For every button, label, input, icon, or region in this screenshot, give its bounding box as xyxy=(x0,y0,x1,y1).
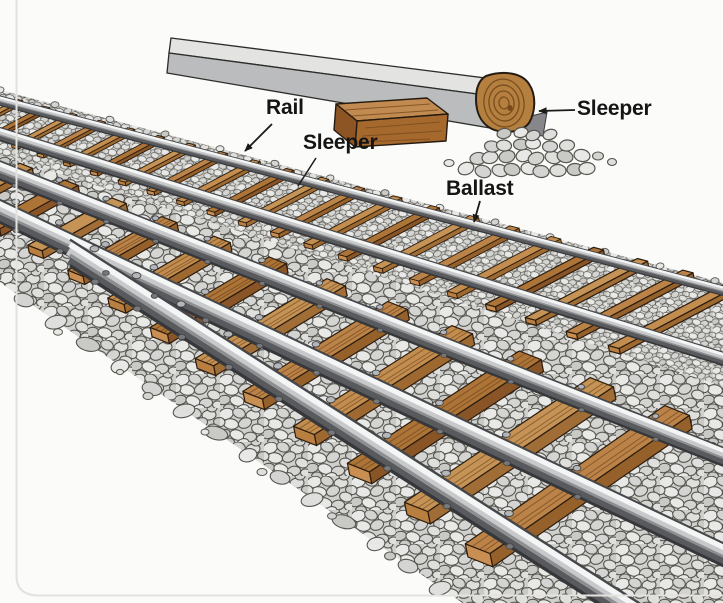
track-scene xyxy=(0,86,723,603)
card-border xyxy=(15,0,723,597)
rail-beam-wood-end xyxy=(474,71,536,133)
ballast-arrow xyxy=(472,200,481,223)
sleeper-inset-arrow xyxy=(538,107,576,115)
sleeper-track-line xyxy=(297,157,317,187)
sleeper-block-end xyxy=(333,103,358,148)
sleeper-specimen-inset xyxy=(333,97,449,148)
label-ballast: Ballast xyxy=(446,177,514,200)
ballast-specimen-inset xyxy=(443,126,618,179)
label-arrows xyxy=(244,107,576,223)
rail-arrow xyxy=(244,123,273,152)
sleeper-block-grain xyxy=(344,103,443,143)
label-sleeper-inset: Sleeper xyxy=(577,97,652,120)
wood-grain-rings xyxy=(483,78,525,128)
label-sleeper-track: Sleeper xyxy=(303,131,378,154)
wood-knot xyxy=(507,105,513,111)
label-rail: Rail xyxy=(266,96,304,119)
